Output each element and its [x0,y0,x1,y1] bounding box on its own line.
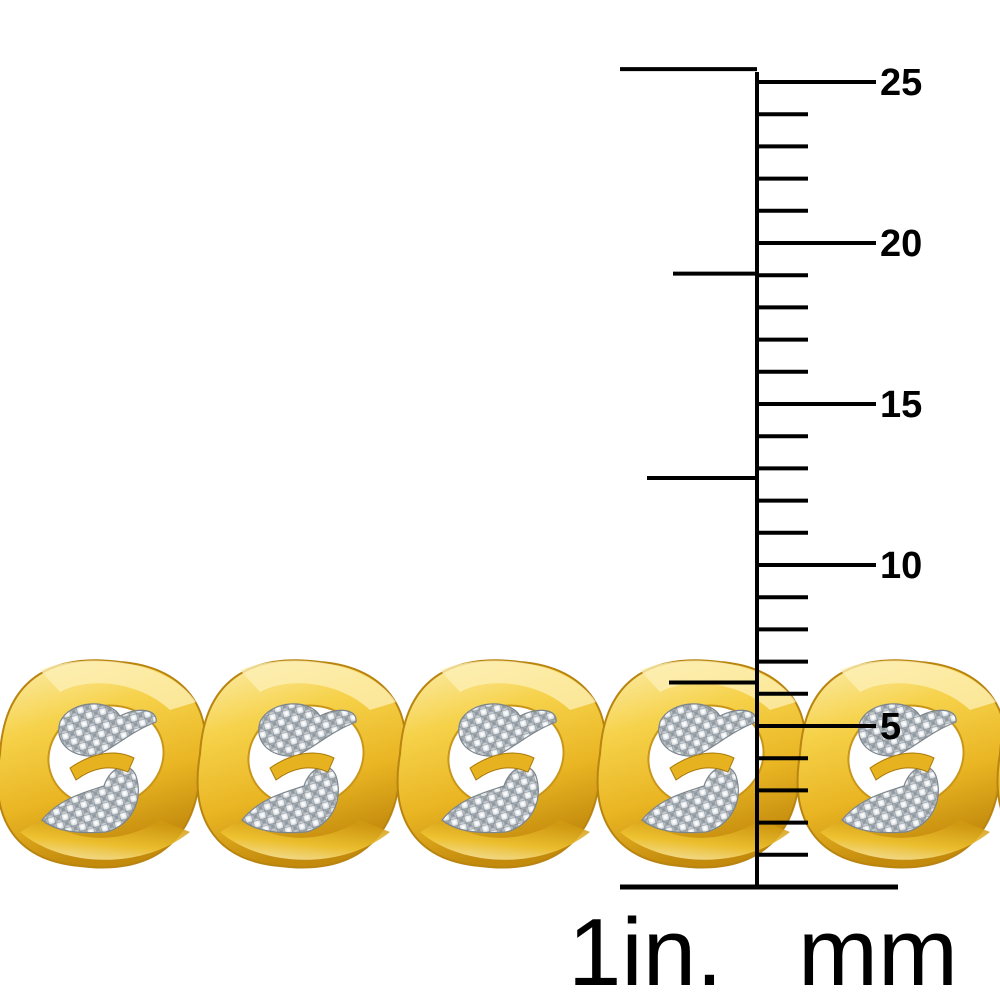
inch-unit-label: 1in. [568,899,723,1000]
mm-tick-label: 20 [880,223,922,265]
mm-tick-label: 5 [880,706,901,748]
chain-link [0,659,207,869]
chain-link [596,659,807,869]
chain-link [796,659,1000,869]
mm-tick-label: 25 [880,62,922,104]
mm-tick-label: 10 [880,545,922,587]
chain-link [996,744,1000,809]
mm-tick-label: 15 [880,384,922,426]
measurement-ruler: 25 20 15 10 5 [620,62,922,890]
cuban-chain [0,659,1000,869]
chain-link [196,659,407,869]
chain-link [396,659,607,869]
mm-unit-label: mm [798,899,958,1000]
